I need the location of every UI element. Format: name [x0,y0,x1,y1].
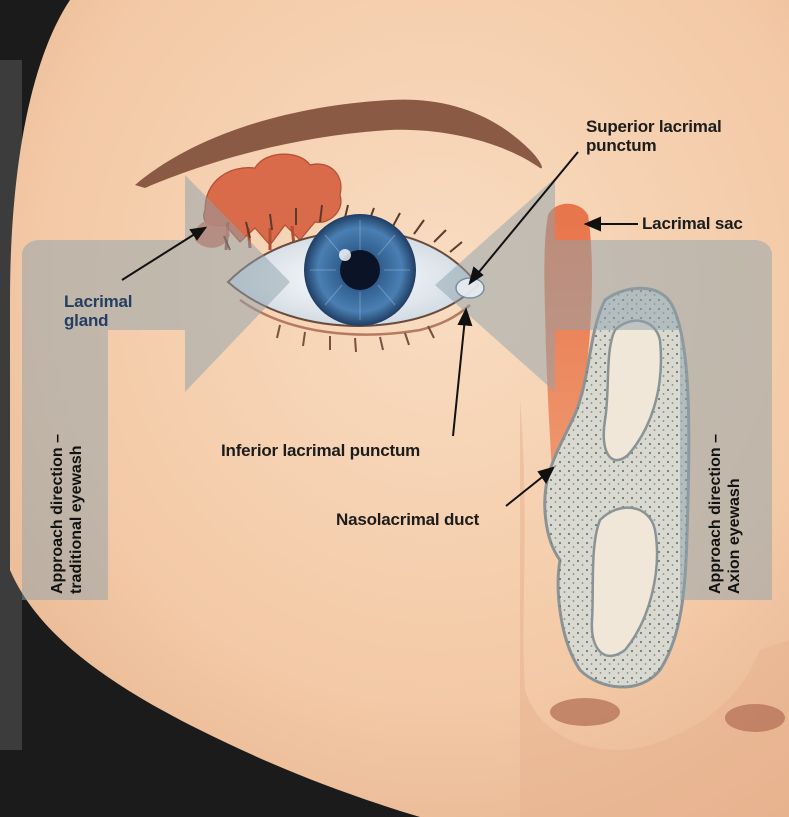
label-nasolacrimal-duct: Nasolacrimal duct [336,510,479,529]
label-approach-traditional-line2: traditional eyewash [67,394,86,594]
label-superior-punctum: Superior lacrimal punctum [586,117,722,155]
nostril-left [550,698,620,726]
label-approach-axion: Approach direction – Axion eyewash [706,394,746,594]
label-inferior-punctum: Inferior lacrimal punctum [221,441,420,460]
label-approach-traditional: Approach direction – traditional eyewash [48,394,88,594]
label-lacrimal-gland-line1: Lacrimal [64,292,132,311]
label-lacrimal-gland: Lacrimal gland [64,292,132,330]
label-superior-punctum-line2: punctum [586,136,722,155]
label-approach-axion-line1: Approach direction – [706,394,725,594]
label-lacrimal-sac: Lacrimal sac [642,214,743,233]
label-superior-punctum-line1: Superior lacrimal [586,117,722,136]
label-approach-axion-line2: Axion eyewash [725,394,744,594]
label-lacrimal-gland-line2: gland [64,311,132,330]
eye-highlight [339,249,351,261]
label-approach-traditional-line1: Approach direction – [48,394,67,594]
nostril-right [725,704,785,732]
